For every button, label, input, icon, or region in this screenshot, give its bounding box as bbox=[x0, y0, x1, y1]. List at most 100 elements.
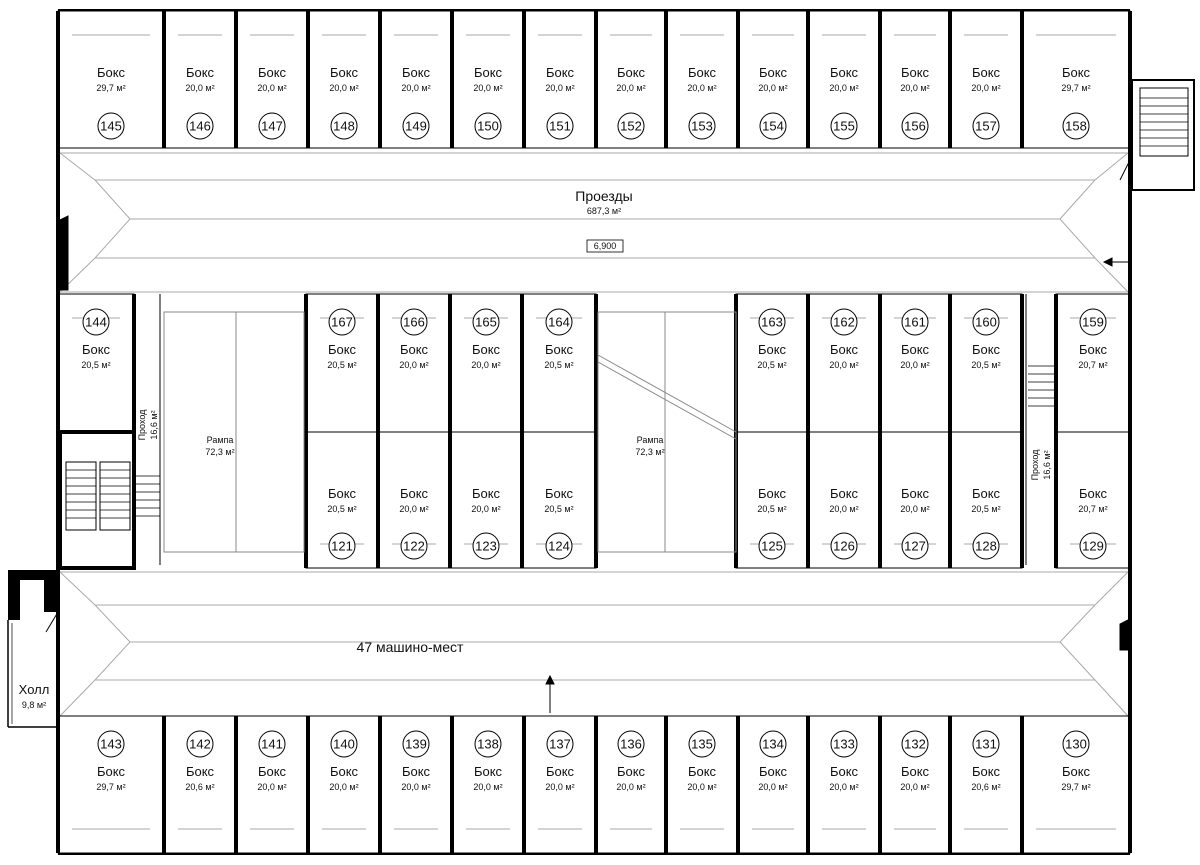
box-title: Бокс bbox=[972, 764, 1001, 779]
box-number-circle bbox=[901, 532, 929, 560]
box-area: 20,0 м² bbox=[399, 360, 428, 370]
box-number: 135 bbox=[691, 737, 713, 752]
box-number-circle bbox=[1079, 308, 1107, 336]
box-number-circle bbox=[972, 532, 1000, 560]
box-number: 140 bbox=[333, 737, 355, 752]
box-area: 20,0 м² bbox=[900, 83, 929, 93]
ramp-right-area: 72,3 м² bbox=[635, 447, 664, 457]
box-area: 20,0 м² bbox=[616, 83, 645, 93]
box-title: Бокс bbox=[901, 764, 930, 779]
box-area: 20,0 м² bbox=[471, 360, 500, 370]
box-title: Бокс bbox=[82, 342, 111, 357]
hall-label: Холл bbox=[19, 682, 50, 697]
box-number-circle bbox=[830, 112, 858, 140]
box-area: 20,0 м² bbox=[829, 360, 858, 370]
box-number: 121 bbox=[331, 539, 353, 554]
box-title: Бокс bbox=[402, 764, 431, 779]
box-area: 20,6 м² bbox=[971, 782, 1000, 792]
box-number-circle bbox=[186, 112, 214, 140]
box-area: 20,0 м² bbox=[399, 504, 428, 514]
box-area: 20,0 м² bbox=[900, 360, 929, 370]
door-mark-right bbox=[1119, 619, 1129, 651]
box-area: 20,5 м² bbox=[971, 504, 1000, 514]
left-passage: Проход 16,6 м² bbox=[133, 294, 161, 565]
box-number: 147 bbox=[261, 119, 283, 134]
box-area: 20,0 м² bbox=[545, 782, 574, 792]
hall bbox=[7, 570, 59, 728]
box-number-circle bbox=[617, 112, 645, 140]
left-passage-label: Проход bbox=[137, 409, 147, 441]
box-number-circle bbox=[400, 532, 428, 560]
box-number-circle bbox=[759, 730, 787, 758]
box-number: 156 bbox=[904, 119, 926, 134]
box-number-circle bbox=[688, 112, 716, 140]
right-passage-area: 16,6 м² bbox=[1042, 450, 1052, 479]
box-number-circle bbox=[474, 112, 502, 140]
drives-title: Проезды bbox=[575, 188, 632, 204]
box-number: 137 bbox=[549, 737, 571, 752]
box-number-circle bbox=[688, 730, 716, 758]
box-title: Бокс bbox=[545, 342, 574, 357]
upper-driveway-lines bbox=[59, 152, 1129, 293]
box-title: Бокс bbox=[97, 65, 126, 80]
box-title: Бокс bbox=[328, 342, 357, 357]
box-area: 20,5 м² bbox=[81, 360, 110, 370]
ramp-left-label: Рампа bbox=[207, 435, 234, 445]
box-title: Бокс bbox=[186, 65, 215, 80]
box-area: 29,7 м² bbox=[1061, 782, 1090, 792]
right-passage-label: Проход bbox=[1030, 449, 1040, 481]
box-area: 20,0 м² bbox=[401, 83, 430, 93]
box-area: 20,0 м² bbox=[900, 504, 929, 514]
box-number: 128 bbox=[975, 539, 997, 554]
box-area: 20,5 м² bbox=[544, 360, 573, 370]
